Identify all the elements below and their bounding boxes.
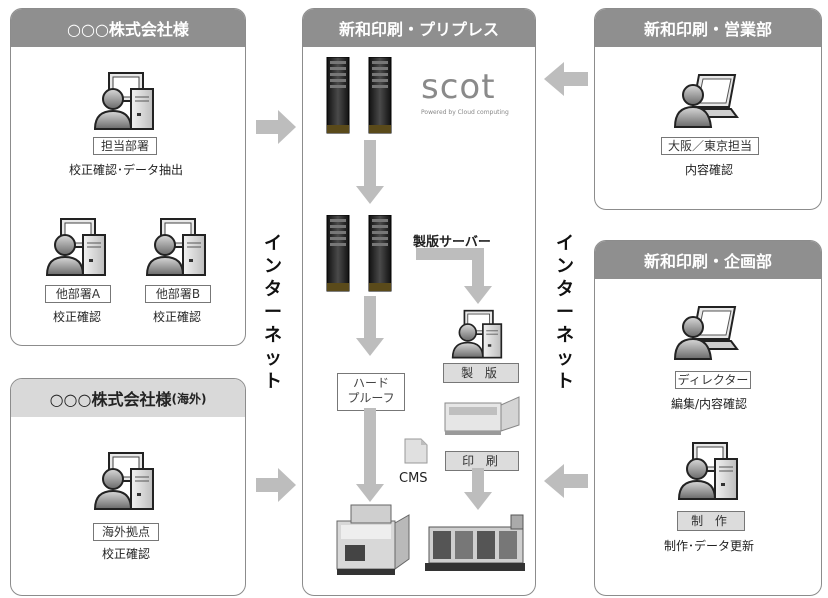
platemaking-label: 製 版 <box>443 363 519 383</box>
sales-label: 大阪／東京担当 <box>661 137 759 155</box>
main-dept-label: 担当部署 <box>93 137 157 155</box>
plate-setter-icon <box>444 396 520 435</box>
dept-a-label: 他部署A <box>45 285 111 303</box>
dept-a-caption: 校正確認 <box>52 310 101 324</box>
overseas-panel-title: ○○○株式会社様(海外) <box>11 379 245 417</box>
internet-left-text: インターネット <box>264 233 282 392</box>
prepress-panel-title: 新和印刷・プリプレス <box>303 9 535 47</box>
overseas-caption: 校正確認 <box>101 547 150 561</box>
internet-label-right: インターネット <box>554 232 576 393</box>
dept-b-caption: 校正確認 <box>152 310 201 324</box>
main-dept-caption: 校正確認･データ抽出 <box>68 163 183 177</box>
internet-label-left: インターネット <box>262 232 284 393</box>
planning-panel: 新和印刷・企画部 ディレクター 編集/内容確認 制 作 制作･データ更新 <box>594 240 822 596</box>
prepress-panel: 新和印刷・プリプレス scot Powered by Cloud computi… <box>302 8 536 596</box>
cms-document-icon <box>404 438 428 464</box>
client-panel-title: ○○○株式会社様 <box>11 9 245 47</box>
user-laptop-icon <box>674 306 738 360</box>
production-label: 制 作 <box>677 511 745 531</box>
overseas-title-suffix: (海外) <box>171 391 207 406</box>
client-panel: ○○○株式会社様 担当部署 校正確認･データ抽出 他部署A 校正確認 他部署B … <box>10 8 246 346</box>
proof-printer-icon <box>336 504 410 575</box>
cms-label: CMS <box>399 471 428 486</box>
sales-caption: 内容確認 <box>684 163 733 177</box>
sales-panel-title: 新和印刷・営業部 <box>595 9 821 47</box>
director-label: ディレクター <box>675 371 751 389</box>
director-caption: 編集/内容確認 <box>670 397 748 411</box>
scot-logo: scot <box>421 67 496 107</box>
platemaking-server-label: 製版サーバー <box>413 235 491 250</box>
internet-right-text: インターネット <box>556 233 574 392</box>
overseas-label: 海外拠点 <box>93 523 159 541</box>
overseas-panel: ○○○株式会社様(海外) 海外拠点 校正確認 <box>10 378 246 596</box>
user-desktop-icon <box>678 442 738 500</box>
user-laptop-icon <box>674 74 738 128</box>
sales-panel: 新和印刷・営業部 大阪／東京担当 内容確認 <box>594 8 822 210</box>
scot-tagline: Powered by Cloud computing <box>421 109 509 116</box>
production-caption: 制作･データ更新 <box>663 539 754 553</box>
overseas-title-text: ○○○株式会社様 <box>49 390 172 409</box>
planning-panel-title: 新和印刷・企画部 <box>595 241 821 279</box>
dept-b-label: 他部署B <box>145 285 211 303</box>
printing-press-icon <box>425 514 525 571</box>
